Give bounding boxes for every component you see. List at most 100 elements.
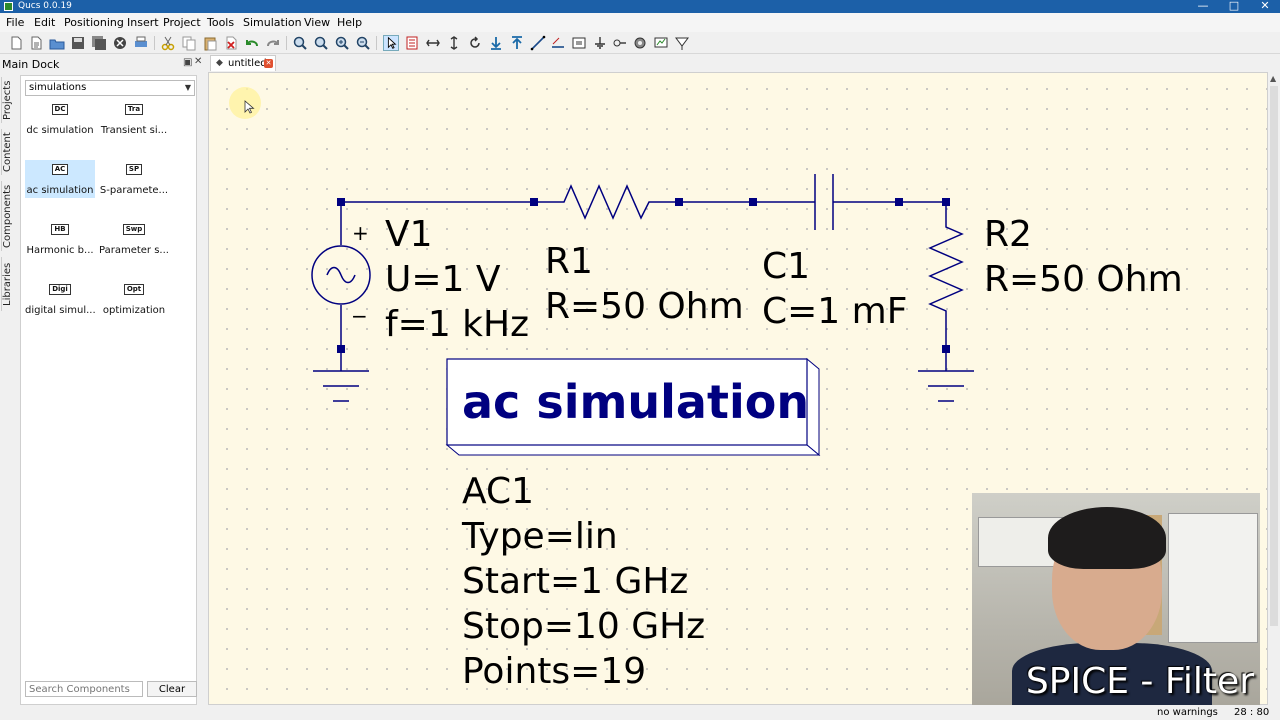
paste-icon[interactable]: [202, 35, 218, 51]
component-badge: HB: [51, 224, 69, 235]
select-pointer-icon[interactable]: [383, 35, 399, 51]
webcam-overlay: SPICE - Filter: [972, 493, 1260, 705]
save-all-icon[interactable]: [91, 35, 107, 51]
new-file-icon[interactable]: [8, 35, 24, 51]
close-tab-icon[interactable]: ✕: [264, 59, 273, 68]
mirror-x-icon[interactable]: [425, 35, 441, 51]
settings-gear-icon[interactable]: [632, 35, 648, 51]
sim-type: Type=lin: [461, 516, 618, 557]
menu-help[interactable]: Help: [337, 16, 363, 29]
menu-project[interactable]: Project: [163, 16, 201, 29]
menu-view[interactable]: View: [304, 16, 331, 29]
open-icon[interactable]: [49, 35, 65, 51]
resistor-r1[interactable]: [534, 184, 679, 220]
component-label: ac simulation: [26, 185, 94, 196]
dock-close-icon[interactable]: ✕: [194, 56, 203, 67]
v1-frequency: f=1 kHz: [385, 304, 529, 345]
v1-voltage: U=1 V: [385, 259, 501, 300]
clear-button[interactable]: Clear: [147, 681, 197, 697]
menu-tools[interactable]: Tools: [207, 16, 235, 29]
go-into-icon[interactable]: [488, 35, 504, 51]
component-badge: SP: [125, 164, 143, 175]
webcam-presenter-body: [1012, 643, 1212, 705]
components-panel: simulations ▼ DC dc simulation Tra Trans…: [20, 75, 197, 705]
warnings-status: no warnings: [1157, 707, 1218, 718]
component-parameter-sweep[interactable]: Swp Parameter s...: [99, 220, 169, 258]
schematic-doc-icon: ◆: [216, 58, 223, 68]
voltage-source-v1[interactable]: [311, 245, 371, 402]
resistor-r2[interactable]: [918, 202, 974, 402]
menu-simulation[interactable]: Simulation: [243, 16, 302, 29]
component-label: Parameter s...: [99, 245, 169, 256]
maximize-button[interactable]: □: [1228, 0, 1240, 12]
rotate-icon[interactable]: [467, 35, 483, 51]
component-label: dc simulation: [26, 125, 94, 136]
v1-name: V1: [385, 214, 433, 255]
wire-icon[interactable]: [530, 35, 546, 51]
v1-plus-sign: +: [352, 221, 369, 245]
pop-out-icon[interactable]: [509, 35, 525, 51]
zoom-out-icon[interactable]: [355, 35, 371, 51]
new-text-icon[interactable]: [28, 35, 44, 51]
equation-icon[interactable]: [571, 35, 587, 51]
view-all-icon[interactable]: [292, 35, 308, 51]
scroll-up-icon[interactable]: ▲: [1270, 74, 1277, 83]
delete-icon[interactable]: [223, 35, 239, 51]
port-icon[interactable]: [612, 35, 628, 51]
r1-name: R1: [545, 241, 593, 282]
cut-icon[interactable]: [160, 35, 176, 51]
close-window-button[interactable]: ✕: [1260, 0, 1270, 12]
wire-label-icon[interactable]: [550, 35, 566, 51]
capacitor-c1[interactable]: [753, 174, 899, 230]
scrollbar-thumb[interactable]: [1270, 86, 1278, 626]
component-digital-simulation[interactable]: Digi digital simul...: [25, 280, 95, 318]
edit-properties-icon[interactable]: [404, 35, 420, 51]
close-doc-icon[interactable]: [112, 35, 128, 51]
category-select[interactable]: simulations ▼: [25, 80, 195, 96]
mouse-cursor-icon: [244, 100, 255, 114]
save-icon[interactable]: [70, 35, 86, 51]
tab-libraries[interactable]: Libraries: [1, 257, 18, 311]
component-badge: Digi: [49, 284, 71, 295]
ac-simulation-block[interactable]: [445, 357, 821, 457]
component-harmonic-balance[interactable]: HB Harmonic b...: [25, 220, 95, 258]
search-components-input[interactable]: [25, 681, 143, 697]
menu-edit[interactable]: Edit: [34, 16, 56, 29]
menu-insert[interactable]: Insert: [127, 16, 159, 29]
tab-projects[interactable]: Projects: [1, 77, 18, 123]
component-optimization[interactable]: Opt optimization: [99, 280, 169, 318]
component-ac-simulation[interactable]: AC ac simulation: [25, 160, 95, 198]
component-label: optimization: [102, 305, 166, 316]
dock-float-icon[interactable]: ▣: [183, 57, 193, 68]
menu-file[interactable]: File: [6, 16, 25, 29]
print-icon[interactable]: [133, 35, 149, 51]
c1-name: C1: [762, 246, 810, 287]
zoom-in-icon[interactable]: [334, 35, 350, 51]
undo-icon[interactable]: [244, 35, 260, 51]
schematic-canvas[interactable]: + − V1 U=1 V f=1 kHz R1 R=50 Ohm C1 C=1 …: [208, 72, 1268, 705]
zoom-fit-icon[interactable]: [313, 35, 329, 51]
sim-block-title: ac simulation: [462, 375, 809, 429]
tab-components[interactable]: Components: [1, 181, 18, 251]
app-icon: [4, 2, 13, 11]
component-label: S-paramete...: [99, 185, 169, 196]
component-transient-simulation[interactable]: Tra Transient si...: [99, 100, 169, 138]
view-data-display-icon[interactable]: [653, 35, 669, 51]
r2-value: R=50 Ohm: [984, 259, 1183, 300]
set-marker-icon[interactable]: [674, 35, 690, 51]
mirror-y-icon[interactable]: [446, 35, 462, 51]
menu-positioning[interactable]: Positioning: [64, 16, 124, 29]
ground-icon[interactable]: [592, 35, 608, 51]
component-dc-simulation[interactable]: DC dc simulation: [25, 100, 95, 138]
menu-bar: File Edit Positioning Insert Project Too…: [0, 13, 1280, 32]
vertical-scrollbar[interactable]: ▲: [1268, 72, 1280, 705]
copy-icon[interactable]: [181, 35, 197, 51]
title-bar: Qucs 0.0.19 — □ ✕: [0, 0, 1280, 13]
redo-icon[interactable]: [265, 35, 281, 51]
minimize-button[interactable]: —: [1197, 0, 1209, 12]
tab-content[interactable]: Content: [1, 129, 18, 175]
schematic-drawing[interactable]: + − V1 U=1 V f=1 kHz R1 R=50 Ohm C1 C=1 …: [209, 73, 1268, 705]
webcam-whiteboard-right: [1168, 513, 1258, 643]
component-s-parameter-simulation[interactable]: SP S-paramete...: [99, 160, 169, 198]
tab-untitled[interactable]: ◆ untitled ✕: [210, 55, 276, 71]
